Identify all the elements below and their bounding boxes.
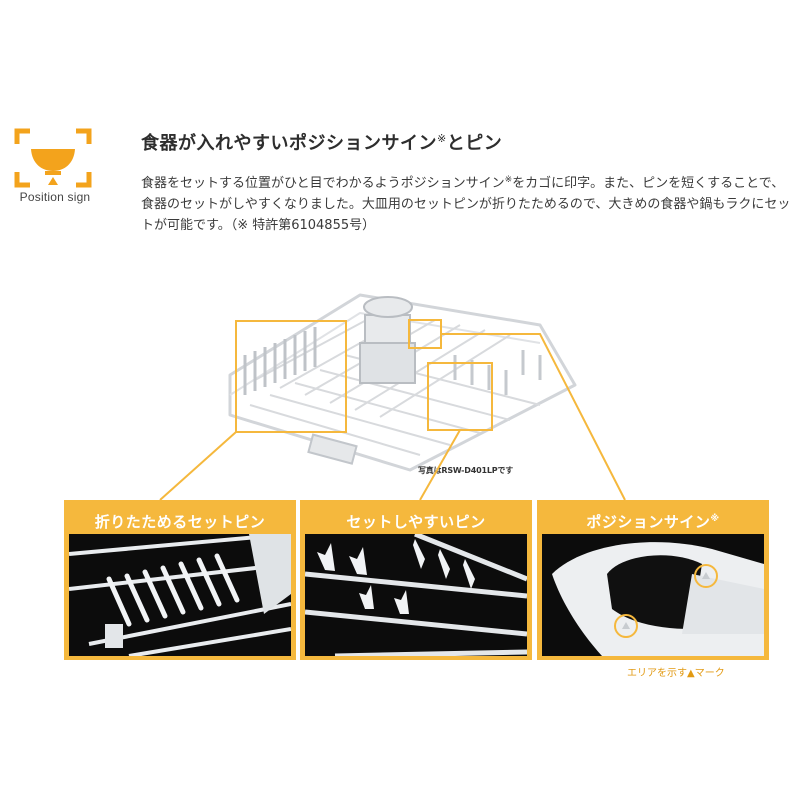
panel-position-sign: ポジションサイン※ [537,500,769,660]
photo-note: 写真はRSW-D401LPです [418,466,514,475]
panel-header: 折りたためるセットピン [94,513,266,531]
panel-easy-pins: セットしやすいピン [300,500,532,660]
panel-header: ポジションサイン※ [586,513,720,531]
easy-pins-photo [305,534,527,656]
folding-pins-photo [69,534,291,656]
area-mark-caption: エリアを示す▲マーク [627,668,725,679]
description-text: 食器をセットする位置がひと目でわかるようポジションサイン※をカゴに印字。また、ピ… [141,175,791,233]
page-title: 食器が入れやすいポジションサイン※とピン [141,132,503,154]
panel-header: セットしやすいピン [346,513,486,531]
position-mark-circle [694,564,718,588]
dish-rack-image [210,255,590,490]
position-sign-icon [14,128,92,206]
position-mark-circle [614,614,638,638]
position-sign-photo [542,534,764,656]
icon-caption: Position sign [19,190,91,204]
panel-folding-pins: 折りたためるセットピン [64,500,296,660]
